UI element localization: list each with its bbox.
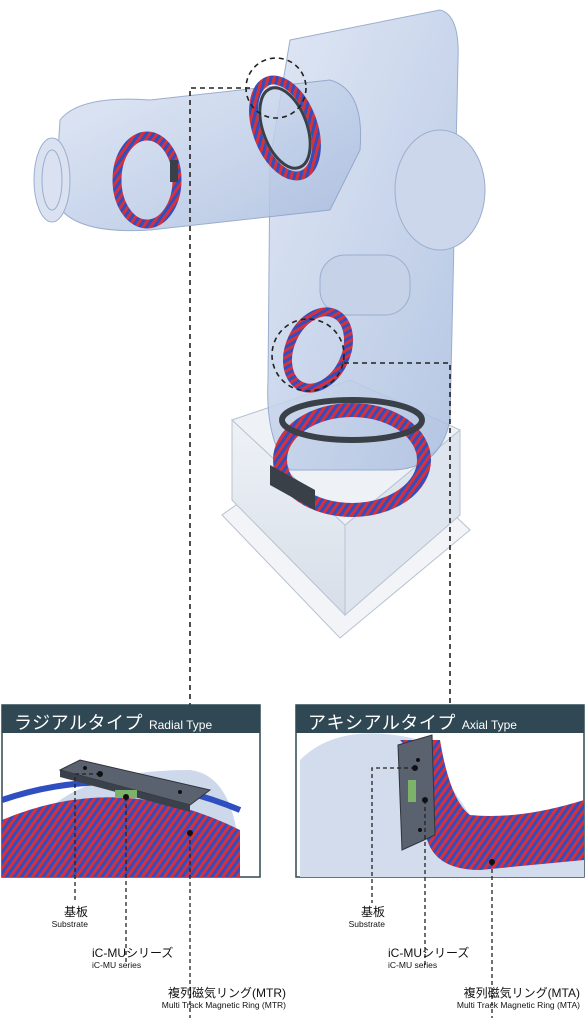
axial-substrate-jp: 基板 xyxy=(360,905,385,919)
radial-substrate-en: Substrate xyxy=(51,919,88,929)
wrist-magnetic-ring xyxy=(112,131,182,229)
axial-icmu-jp: iC-MUシリーズ xyxy=(388,946,470,960)
axial-title-jp: アキシアルタイプ xyxy=(308,713,456,733)
radial-substrate-label: 基板 Substrate xyxy=(52,905,88,930)
radial-type-header: ラジアルタイプ Radial Type xyxy=(2,705,260,733)
axial-ring-en: Multi Track Magnetic Ring (MTA) xyxy=(456,1000,580,1010)
axial-pointers xyxy=(371,767,493,1018)
axial-type-header: アキシアルタイプ Axial Type xyxy=(296,705,584,733)
radial-icmu-label: iC-MUシリーズ iC-MU series xyxy=(92,946,173,971)
radial-icmu-jp: iC-MUシリーズ xyxy=(92,946,174,960)
radial-ring-jp: 複列磁気リング(MTR) xyxy=(168,986,286,1000)
radial-icmu-en: iC-MU series xyxy=(92,960,142,970)
axial-icmu-label: iC-MUシリーズ iC-MU series xyxy=(388,946,469,971)
elbow-magnetic-ring xyxy=(249,75,321,181)
radial-substrate-jp: 基板 xyxy=(63,905,88,919)
shoulder-magnetic-ring xyxy=(283,307,353,393)
axial-substrate-label: 基板 Substrate xyxy=(349,905,385,930)
axial-title-en: Axial Type xyxy=(461,718,517,732)
axial-pointer-dots xyxy=(412,765,495,865)
axial-ring-jp: 複列磁気リング(MTA) xyxy=(463,986,580,1000)
radial-title-jp: ラジアルタイプ xyxy=(14,713,143,733)
radial-ring-en: Multi Track Magnetic Ring (MTR) xyxy=(161,1000,286,1010)
axial-substrate-en: Substrate xyxy=(348,919,385,929)
axial-detail-panel xyxy=(295,704,585,878)
radial-pointers xyxy=(74,773,191,1018)
radial-pointer-dots xyxy=(97,771,193,836)
axial-ring-label: 複列磁気リング(MTA) Multi Track Magnetic Ring (… xyxy=(457,986,580,1011)
shoulder-highlight-circle xyxy=(271,318,345,392)
base-magnetic-ring xyxy=(270,397,431,517)
radial-ring-label: 複列磁気リング(MTR) Multi Track Magnetic Ring (… xyxy=(162,986,286,1011)
radial-leader-line xyxy=(189,87,250,705)
radial-title-en: Radial Type xyxy=(148,718,213,732)
axial-icmu-en: iC-MU series xyxy=(388,960,438,970)
axial-leader-line xyxy=(344,362,451,705)
